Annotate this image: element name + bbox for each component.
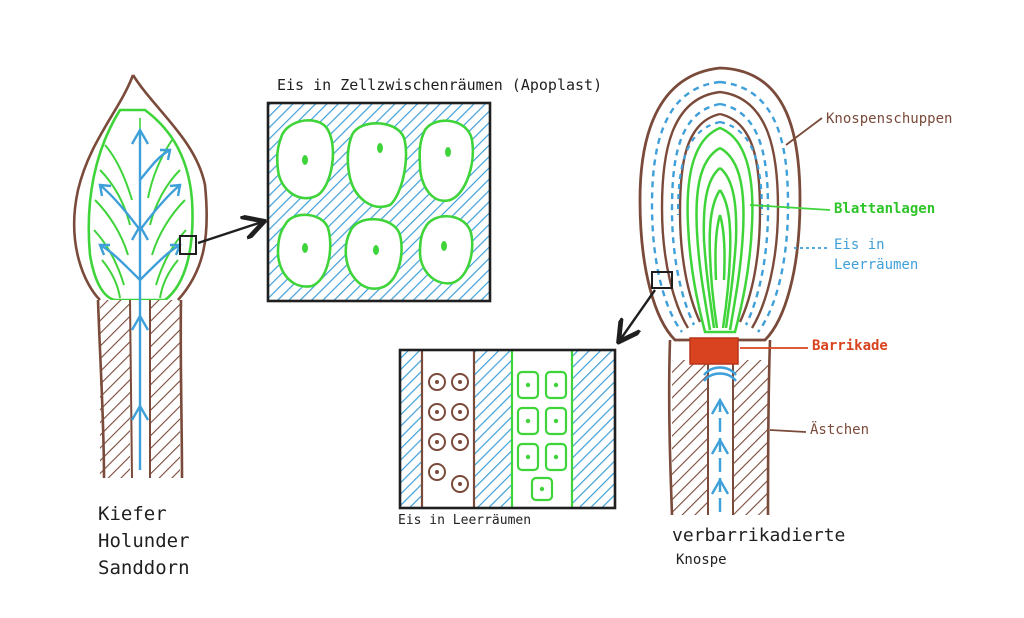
tissue-box-caption: Eis in Leerräumen (398, 513, 532, 528)
barricade-block (689, 337, 739, 365)
right-leaf-primordia (686, 126, 754, 334)
species-label-2: Holunder (98, 530, 190, 552)
pointer-arrow-icon (197, 222, 262, 245)
right-stem (667, 339, 772, 516)
ice-voids-label-line1: Eis in (834, 237, 885, 253)
leaf-primordia-label: Blattanlagen (834, 201, 936, 217)
left-bud (72, 74, 208, 479)
apoplast-title: Eis in Zellzwischenräumen (Apoplast) (277, 76, 603, 94)
species-label-3: Sanddorn (98, 557, 190, 579)
left-ice-flow (98, 127, 182, 470)
apoplast-box (266, 101, 492, 303)
ice-voids-label-line2: Leerräumen (834, 257, 919, 273)
right-ice-flow (703, 366, 737, 512)
barricaded-bud-label-line2: Knospe (676, 552, 727, 568)
right-bud-scales (638, 66, 802, 342)
right-zoom-marker (651, 271, 673, 289)
right-bud (638, 66, 831, 516)
pointer-arrow-icon-2 (620, 289, 656, 340)
barricaded-bud-label-line1: verbarrikadierte (672, 525, 846, 546)
barricade-label: Barrikade (812, 338, 888, 354)
left-zoom-marker (179, 235, 197, 255)
twig-label: Ästchen (810, 422, 870, 438)
species-label-1: Kiefer (98, 503, 167, 525)
bud-scales-label: Knospenschuppen (826, 111, 953, 127)
left-stem (96, 299, 184, 479)
tissue-box (398, 348, 617, 510)
